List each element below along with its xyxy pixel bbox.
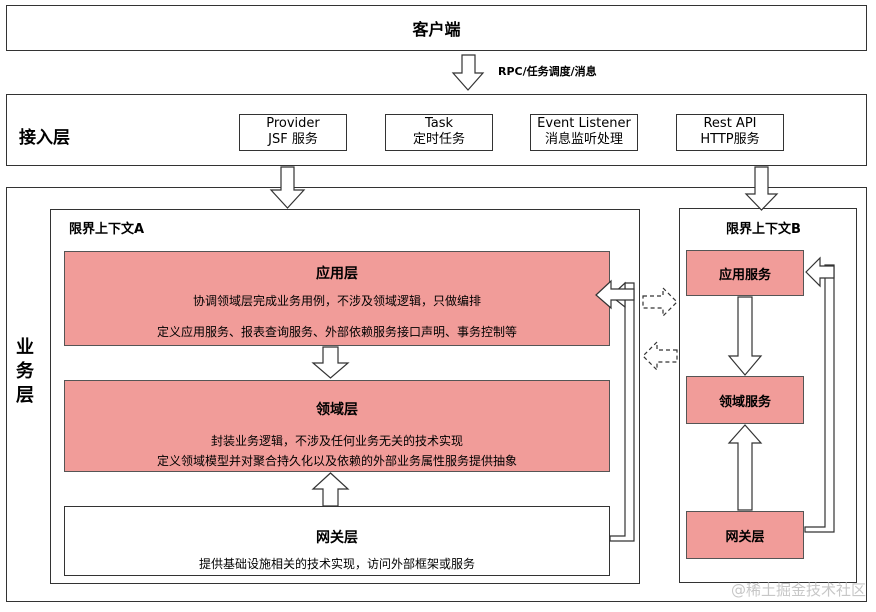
- app-layer-desc-2: 定义应用服务、报表查询服务、外部依赖服务接口声明、事务控制等: [156, 325, 517, 339]
- domain-layer-desc-1: 封装业务逻辑，不涉及任何业务无关的技术实现: [210, 434, 463, 448]
- access-item-line: Rest API: [703, 116, 757, 131]
- access-item-event-listener: Event Listener 消息监听处理: [530, 114, 638, 151]
- access-item-line: HTTP服务: [700, 132, 760, 147]
- access-item-provider: Provider JSF 服务: [239, 114, 347, 151]
- access-item-rest-api: Rest API HTTP服务: [676, 114, 784, 151]
- domain-layer-title: 领域层: [316, 402, 358, 418]
- gateway-layer-title: 网关层: [316, 530, 358, 546]
- access-item-line: Task: [424, 116, 454, 131]
- arrow-client-to-access: [451, 54, 485, 91]
- domain-service-box: 领域服务: [686, 376, 804, 424]
- corner-watermark: @稀土掘金技术社区: [730, 581, 866, 599]
- context-b-title: 限界上下文B: [726, 222, 801, 237]
- business-layer-title: 业务层: [16, 336, 38, 408]
- context-a-title: 限界上下文A: [69, 222, 145, 237]
- gateway-layer-box: 网关层 提供基础设施相关的技术实现，访问外部框架或服务: [64, 506, 610, 576]
- client-box: 客户端: [6, 5, 867, 51]
- domain-service-label: 领域服务: [718, 394, 771, 410]
- business-title-text: 业务层: [16, 337, 34, 406]
- access-item-line: Event Listener: [537, 116, 631, 131]
- client-arrow-label: RPC/任务调度/消息: [498, 65, 597, 78]
- access-item-line: Provider: [266, 116, 320, 131]
- access-layer-title: 接入层: [19, 128, 70, 148]
- client-title: 客户端: [412, 20, 461, 39]
- access-item-line: 定时任务: [412, 132, 465, 147]
- domain-layer-desc-2: 定义领域模型并对聚合持久化以及依赖的外部业务属性服务提供抽象: [156, 454, 517, 468]
- app-service-box: 应用服务: [686, 250, 804, 296]
- app-layer-desc-1: 协调领域层完成业务用例，不涉及领域逻辑，只做编排: [192, 294, 481, 308]
- access-item-line: 消息监听处理: [544, 132, 623, 147]
- context-b-gateway-box: 网关层: [686, 511, 804, 559]
- app-layer-box: 应用层 协调领域层完成业务用例，不涉及领域逻辑，只做编排 定义应用服务、报表查询…: [64, 251, 610, 346]
- app-service-label: 应用服务: [718, 267, 771, 283]
- domain-layer-box: 领域层 封装业务逻辑，不涉及任何业务无关的技术实现 定义领域模型并对聚合持久化以…: [64, 380, 610, 472]
- context-b-gateway-label: 网关层: [725, 529, 765, 545]
- access-item-task: Task 定时任务: [385, 114, 493, 151]
- gateway-layer-desc: 提供基础设施相关的技术实现，访问外部框架或服务: [198, 557, 475, 571]
- access-item-line: JSF 服务: [268, 132, 318, 147]
- app-layer-title: 应用层: [316, 266, 358, 282]
